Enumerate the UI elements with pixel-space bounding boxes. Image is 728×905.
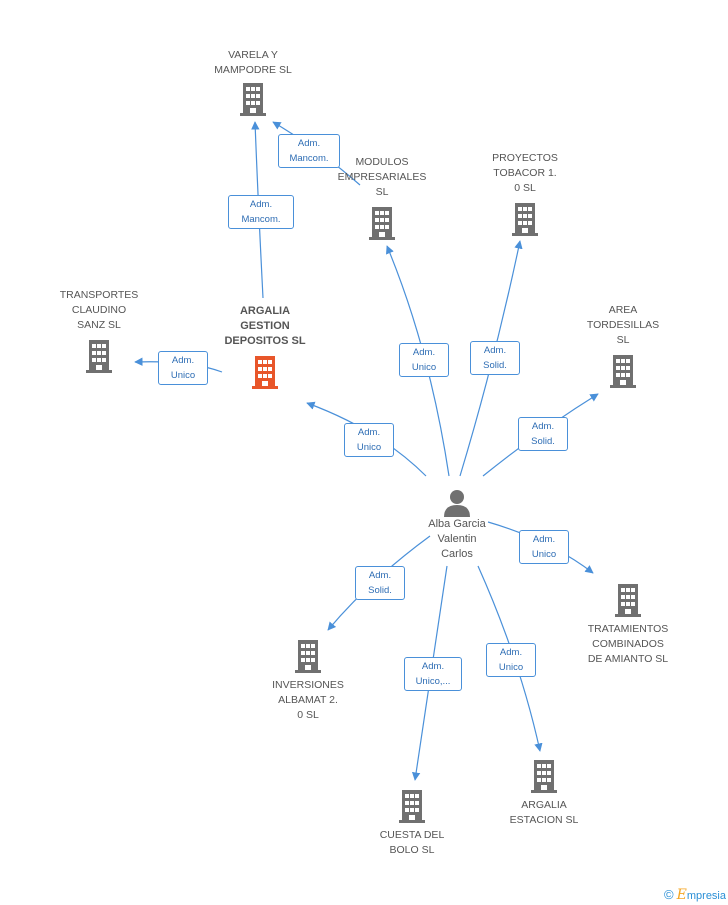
node-label: AREA TORDESILLAS SL xyxy=(586,304,660,346)
node-modulos[interactable]: MODULOS EMPRESARIALES SL xyxy=(330,155,434,241)
relation-label[interactable]: Adm. Unico xyxy=(158,351,208,385)
node-cuesta[interactable]: CUESTA DEL BOLO SL xyxy=(362,788,462,858)
building-icon xyxy=(369,207,395,240)
node-label: VARELA Y MAMPODRE SL xyxy=(214,49,292,76)
node-label: MODULOS EMPRESARIALES SL xyxy=(337,156,427,198)
relation-label[interactable]: Adm. Unico xyxy=(344,423,394,457)
node-varela[interactable]: VARELA Y MAMPODRE SL xyxy=(203,48,303,117)
relation-label[interactable]: Adm. Solid. xyxy=(470,341,520,375)
relation-label[interactable]: Adm. Unico xyxy=(486,643,536,677)
building-icon xyxy=(86,340,112,373)
node-label: INVERSIONES ALBAMAT 2. 0 SL xyxy=(272,679,344,721)
node-tratamientos[interactable]: TRATAMIENTOS COMBINADOS DE AMIANTO SL xyxy=(573,582,683,667)
copyright-icon: © xyxy=(663,887,674,902)
node-area[interactable]: AREA TORDESILLAS SL xyxy=(573,303,673,389)
relation-label[interactable]: Adm. Unico xyxy=(399,343,449,377)
building-icon xyxy=(512,203,538,236)
node-label-focus: ARGALIA GESTION DEPOSITOS SL xyxy=(224,305,306,347)
node-label: CUESTA DEL BOLO SL xyxy=(379,829,445,856)
node-argalia-gestion[interactable]: ARGALIA GESTION DEPOSITOS SL xyxy=(213,304,317,390)
node-label: ARGALIA ESTACION SL xyxy=(509,799,579,826)
brand-name: mpresia xyxy=(686,890,726,902)
person-icon xyxy=(444,490,470,517)
relation-label[interactable]: Adm. Solid. xyxy=(518,417,568,451)
relation-label[interactable]: Adm. Mancom. xyxy=(228,195,294,229)
building-icon-focus xyxy=(252,356,278,389)
node-inversiones[interactable]: INVERSIONES ALBAMAT 2. 0 SL xyxy=(258,638,358,723)
relation-label[interactable]: Adm. Solid. xyxy=(355,566,405,600)
building-icon xyxy=(615,584,641,617)
node-person[interactable]: Alba Garcia Valentin Carlos xyxy=(407,489,507,562)
brand-watermark: © Empresia xyxy=(664,887,726,903)
building-icon xyxy=(610,355,636,388)
relation-label[interactable]: Adm. Unico xyxy=(519,530,569,564)
node-label: Alba Garcia Valentin Carlos xyxy=(428,518,486,560)
node-label: PROYECTOS TOBACOR 1. 0 SL xyxy=(492,152,558,194)
building-icon xyxy=(240,83,266,116)
building-icon xyxy=(295,640,321,673)
building-icon xyxy=(531,760,557,793)
building-icon xyxy=(399,790,425,823)
node-proyectos[interactable]: PROYECTOS TOBACOR 1. 0 SL xyxy=(475,151,575,237)
node-label: TRATAMIENTOS COMBINADOS DE AMIANTO SL xyxy=(587,623,669,665)
brand-logo-letter: E xyxy=(676,887,687,903)
relation-label[interactable]: Adm. Unico,... xyxy=(404,657,462,691)
node-label: TRANSPORTES CLAUDINO SANZ SL xyxy=(59,289,139,331)
relation-label[interactable]: Adm. Mancom. xyxy=(278,134,340,168)
node-argalia-estacion[interactable]: ARGALIA ESTACION SL xyxy=(494,758,594,828)
node-transportes[interactable]: TRANSPORTES CLAUDINO SANZ SL xyxy=(49,288,149,374)
